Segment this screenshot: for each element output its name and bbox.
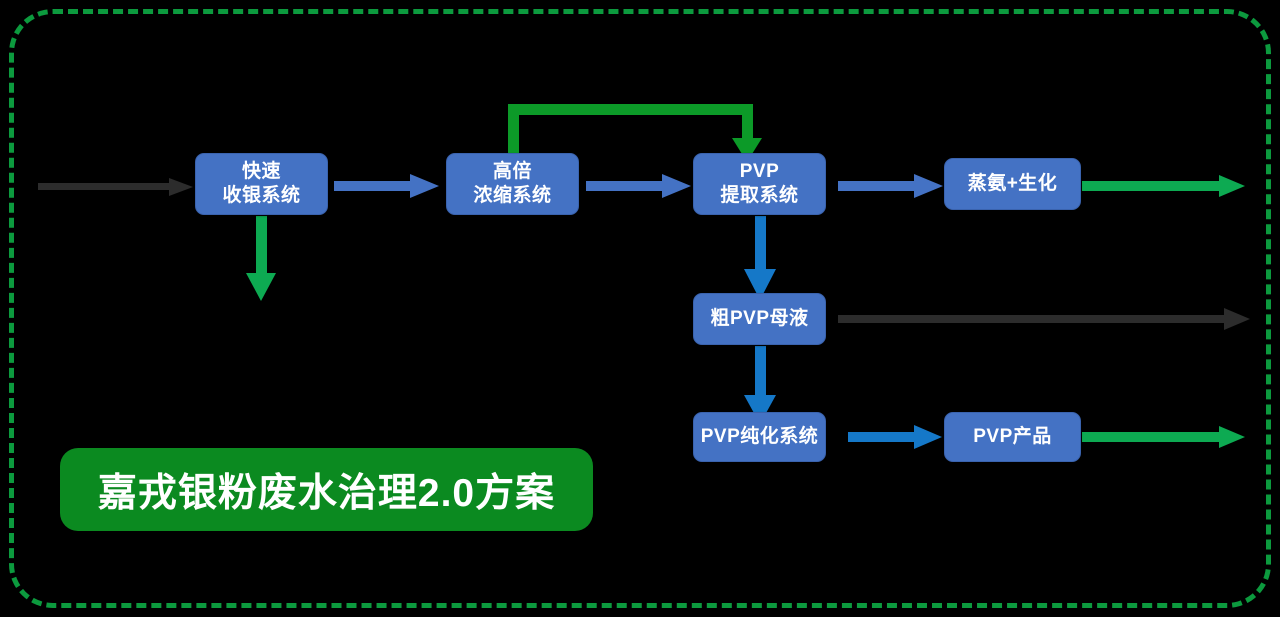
connector-ammonia-bio-outlet xyxy=(1082,175,1262,197)
arrow-head xyxy=(1219,426,1245,448)
node-fast-collect[interactable]: 快速 收银系统 xyxy=(195,153,328,215)
node-label-line-1: PVP产品 xyxy=(973,425,1052,447)
connector-pvp-extract-to-ammonia-bio xyxy=(838,174,946,198)
arrow-shaft xyxy=(755,346,766,398)
arrow-shaft xyxy=(334,181,413,191)
node-pvp-extract[interactable]: PVP 提取系统 xyxy=(693,153,826,215)
node-pvp-product[interactable]: PVP产品 xyxy=(944,412,1081,462)
title-banner-text: 嘉戎银粉废水治理2.0方案 xyxy=(97,471,556,515)
node-label-line-2: 提取系统 xyxy=(720,185,799,206)
arrow-head xyxy=(410,174,439,198)
connector-pvp-extract-to-crude-pvp xyxy=(744,216,776,302)
arrow-shaft xyxy=(1082,181,1222,191)
node-label-line-1: PVP xyxy=(739,160,780,182)
node-crude-pvp[interactable]: 粗PVP母液 xyxy=(693,293,826,345)
arrow-head xyxy=(1224,308,1250,330)
connector-fast-collect-to-concentrate xyxy=(334,174,442,198)
arrow-shaft xyxy=(755,216,766,272)
connector-pvp-product-outlet xyxy=(1082,426,1262,448)
arrow-head xyxy=(169,178,193,196)
arrow-shaft xyxy=(1082,432,1222,442)
arrow-head xyxy=(246,273,276,301)
arrow-head xyxy=(914,425,942,449)
node-label-line-1: PVP纯化系统 xyxy=(700,425,819,447)
arrow-shaft xyxy=(838,315,1228,323)
arrow-shaft xyxy=(38,183,173,190)
connector-inlet-to-fast-collect xyxy=(38,178,193,196)
arrow-head xyxy=(914,174,943,198)
arrow-head xyxy=(662,174,691,198)
loop-left-riser xyxy=(508,104,519,156)
node-label-line-1: 高倍 xyxy=(492,160,532,182)
connector-crude-pvp-outlet xyxy=(838,308,1258,330)
connector-fast-collect-sludge-out xyxy=(246,216,276,302)
node-label-line-2: 收银系统 xyxy=(222,185,301,206)
node-pvp-purify[interactable]: PVP纯化系统 xyxy=(693,412,826,462)
loop-top-bar xyxy=(508,104,753,115)
node-label-line-1: 快速 xyxy=(241,160,281,182)
arrow-head xyxy=(1219,175,1245,197)
node-concentrate[interactable]: 高倍 浓缩系统 xyxy=(446,153,579,215)
arrow-shaft xyxy=(848,432,917,442)
node-label-line-1: 粗PVP母液 xyxy=(710,307,809,329)
node-label-line-1: 蒸氨+生化 xyxy=(967,172,1058,194)
connector-pvp-purify-to-pvp-product xyxy=(848,425,948,449)
arrow-shaft xyxy=(586,181,665,191)
arrow-shaft xyxy=(256,216,267,276)
connector-concentrate-to-pvp-extract xyxy=(586,174,694,198)
node-ammonia-bio[interactable]: 蒸氨+生化 xyxy=(944,158,1081,210)
node-label-line-2: 浓缩系统 xyxy=(473,185,552,206)
title-banner: 嘉戎银粉废水治理2.0方案 xyxy=(60,448,593,531)
loop-right-descender xyxy=(742,104,753,142)
arrow-shaft xyxy=(838,181,917,191)
